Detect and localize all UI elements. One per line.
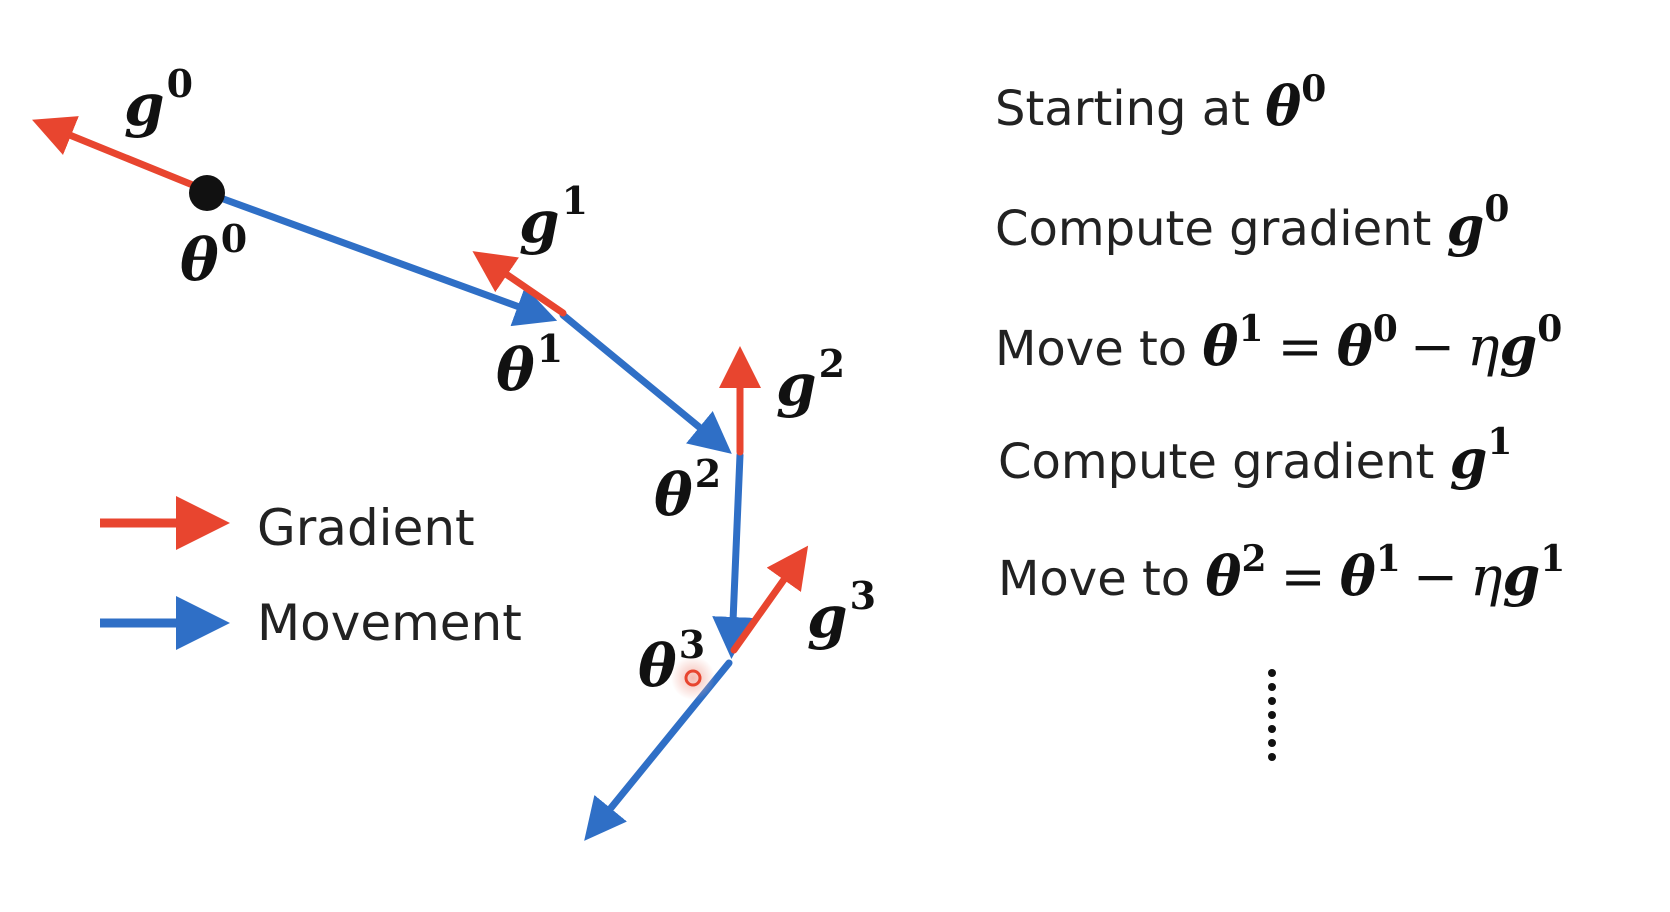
label-g1: g1 xyxy=(519,178,588,256)
label-g3: g3 xyxy=(807,573,876,651)
step-move-theta2: Move to θ2=θ1−ηg1 xyxy=(998,538,1565,608)
legend: Gradient Movement xyxy=(100,496,522,652)
gradient-arrow-0 xyxy=(32,116,209,194)
step-compute-g1: Compute gradient g1 xyxy=(998,421,1512,491)
legend-movement-label: Movement xyxy=(257,594,522,652)
label-theta3: θ3 xyxy=(638,622,705,700)
label-theta0: θ0 xyxy=(180,216,247,294)
gradient-arrow-3 xyxy=(730,545,809,654)
start-point xyxy=(189,175,225,211)
label-theta2: θ2 xyxy=(654,451,721,529)
step-compute-g0: Compute gradient g0 xyxy=(995,188,1509,258)
step-move-theta1: Move to θ1=θ0−ηg0 xyxy=(995,308,1562,378)
legend-gradient-label: Gradient xyxy=(257,499,475,557)
label-g0: g0 xyxy=(124,61,193,139)
label-g2: g2 xyxy=(776,341,845,419)
cursor-glow xyxy=(671,656,715,700)
movement-arrow-1 xyxy=(203,189,558,327)
movement-arrow-3 xyxy=(712,451,755,659)
movement-arrow-2 xyxy=(559,311,732,454)
vertical-ellipsis xyxy=(1268,669,1276,761)
label-theta1: θ1 xyxy=(496,326,563,404)
gradient-arrow-1 xyxy=(472,251,567,317)
step-start: Starting at θ0 xyxy=(995,68,1326,138)
cursor-ring xyxy=(684,669,702,687)
